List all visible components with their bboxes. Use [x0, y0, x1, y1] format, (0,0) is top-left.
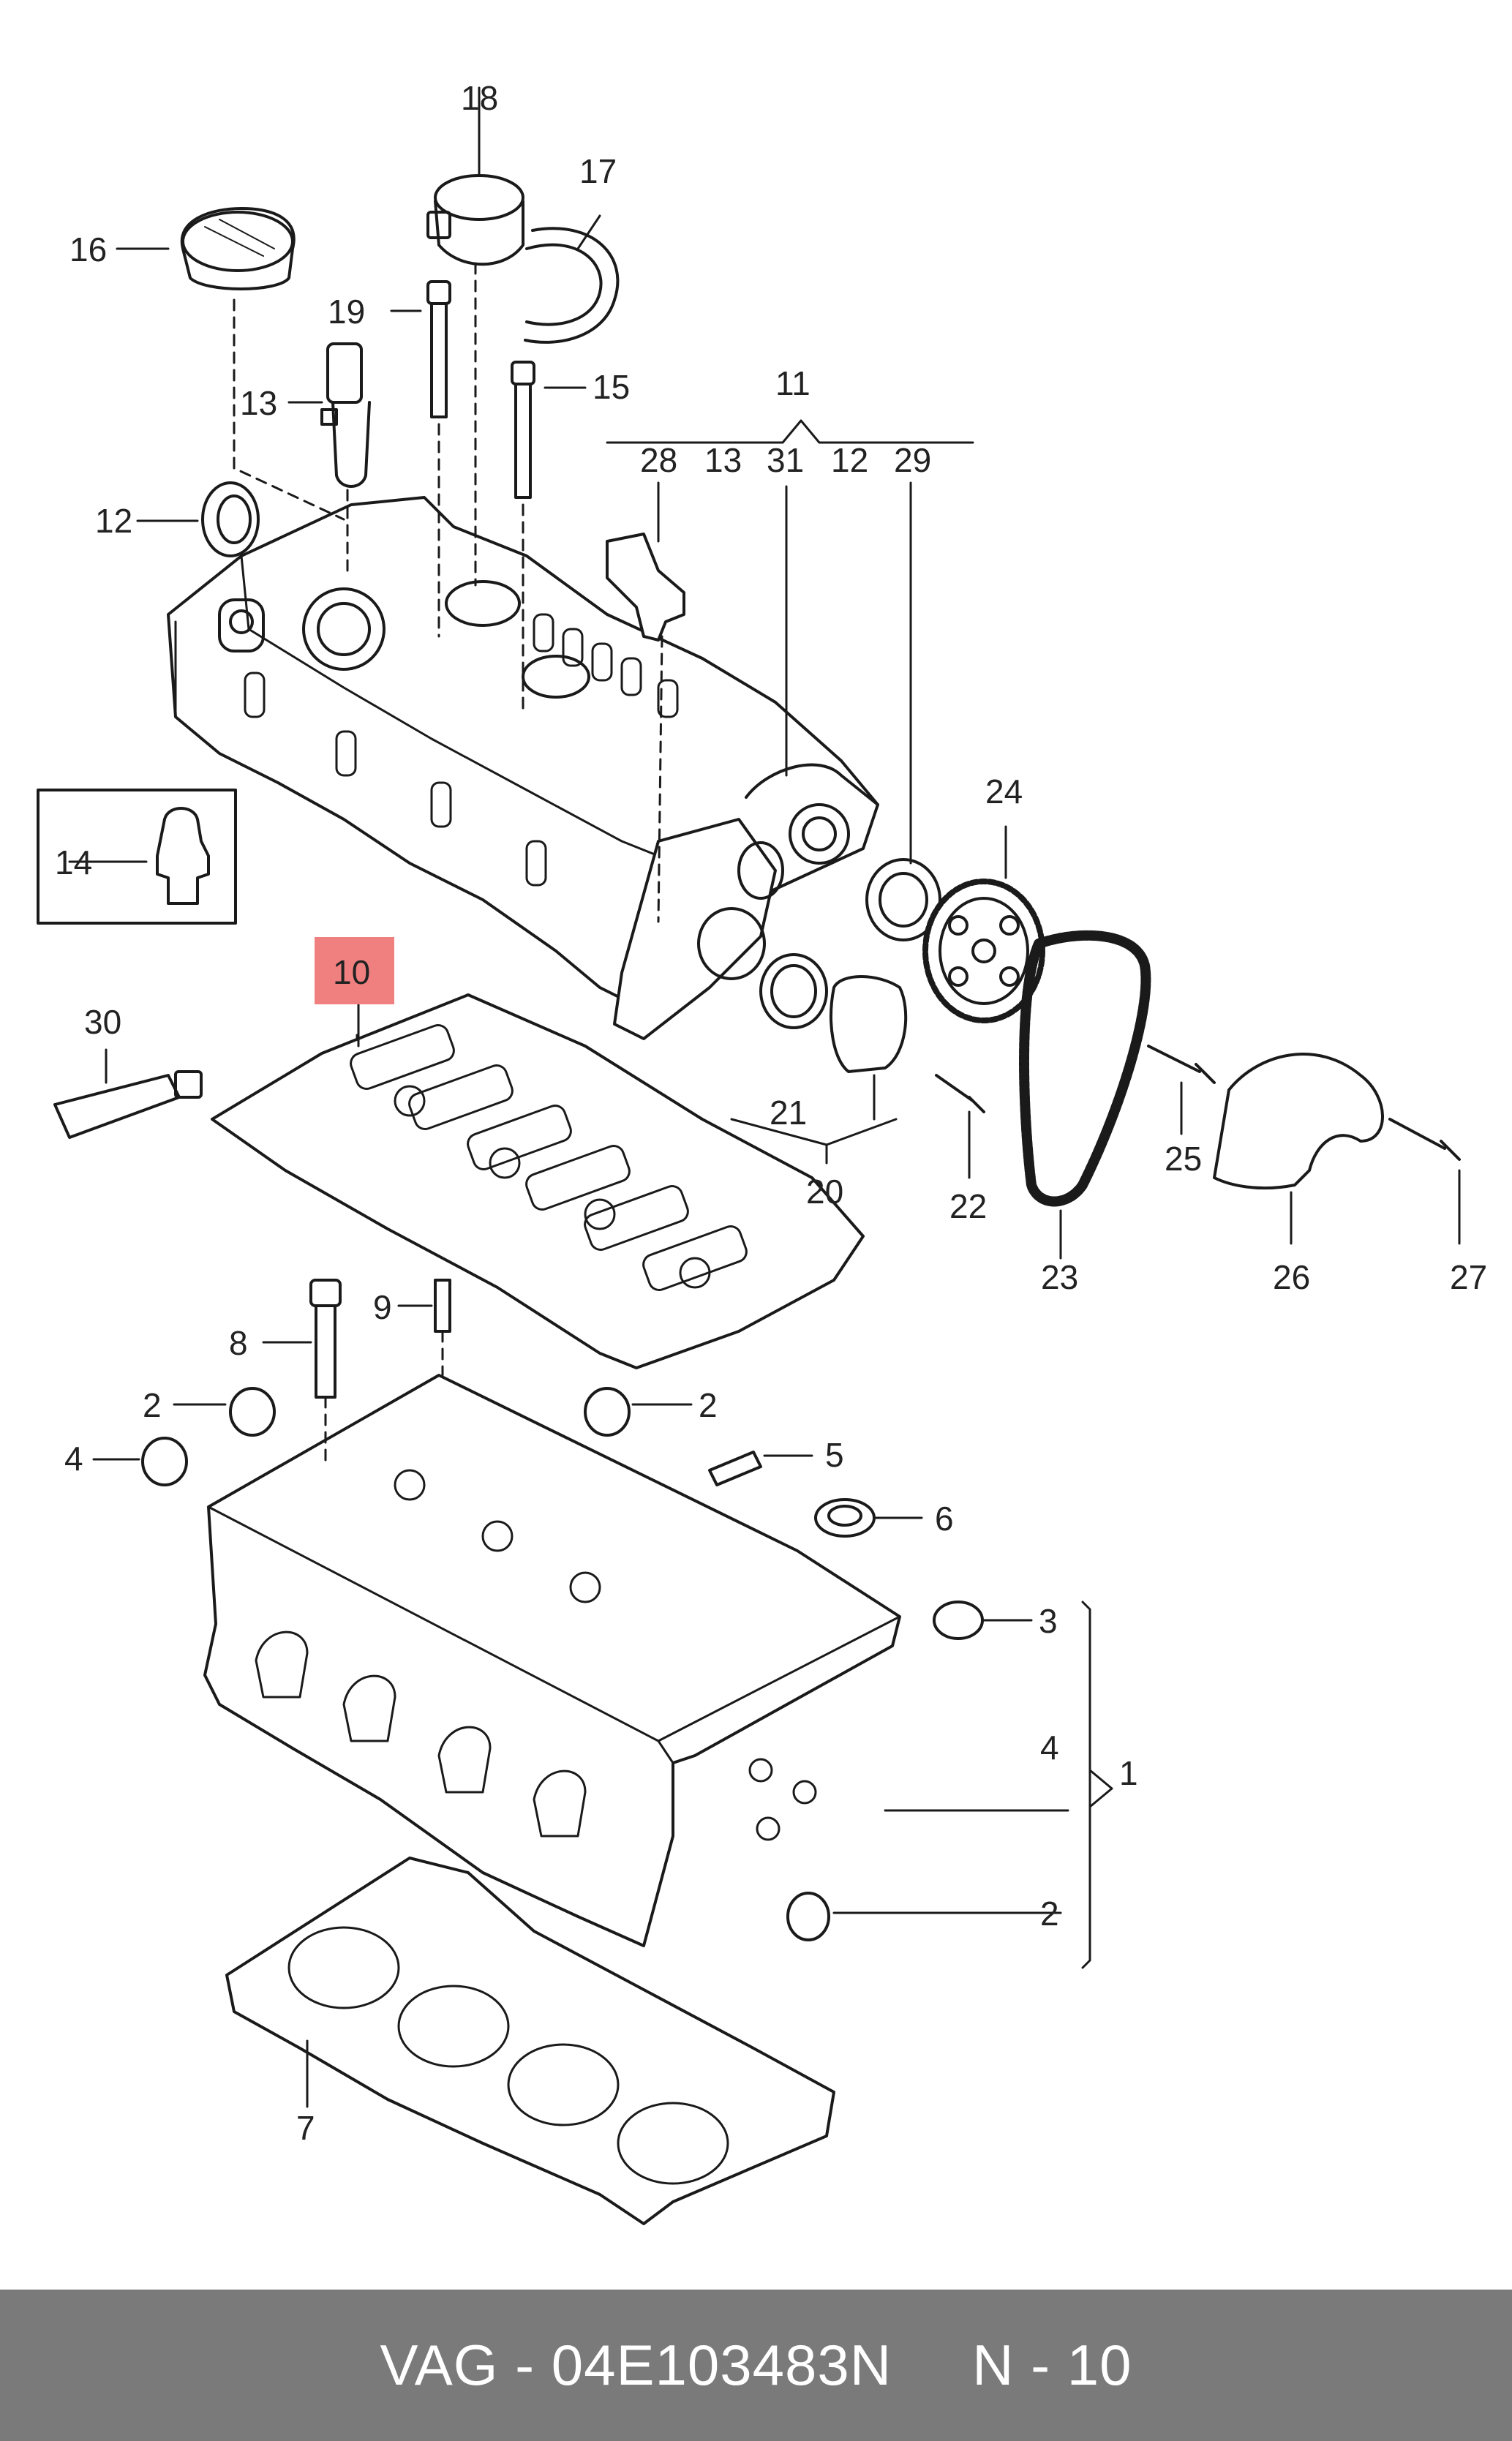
- callout-25: 25: [1165, 1140, 1202, 1178]
- plug-2c-illustration: [786, 1892, 830, 1941]
- callout-20: 20: [806, 1173, 843, 1211]
- callout-27: 27: [1450, 1258, 1487, 1296]
- highlighted-callout-box: [315, 937, 394, 1004]
- bolt-27-illustration: [1388, 1118, 1461, 1161]
- seal-29-illustration: [865, 858, 941, 941]
- callout-22: 22: [949, 1187, 987, 1225]
- callout-4-right: 4: [1040, 1729, 1059, 1767]
- bolt-15-illustration: [511, 361, 535, 499]
- belt-cover-illustration: [1213, 1053, 1384, 1190]
- part-14-box: [37, 789, 237, 925]
- head-bolt-illustration: [309, 1279, 342, 1399]
- callout-24: 24: [985, 772, 1023, 810]
- plug-2b-illustration: [584, 1387, 631, 1437]
- sensor-28-illustration: [606, 533, 685, 642]
- part-number: VAG - 04E103483N: [380, 2333, 892, 2397]
- bolt-25-illustration: [1147, 1045, 1216, 1084]
- callout-8: 8: [229, 1324, 248, 1362]
- callout-14: 14: [55, 843, 92, 881]
- hose-illustration: [524, 227, 620, 344]
- callout-4-left: 4: [64, 1440, 83, 1478]
- callout-21: 21: [770, 1094, 807, 1132]
- footer-bar: VAG - 04E103483N N - 10: [0, 2290, 1512, 2441]
- callout-18: 18: [461, 79, 498, 117]
- callout-6: 6: [935, 1500, 954, 1538]
- sensor-13-illustration: [320, 342, 371, 488]
- callout-7: 7: [296, 2109, 315, 2147]
- callout-30: 30: [84, 1003, 121, 1041]
- plug-4-illustration: [141, 1437, 188, 1486]
- intake-manifold-gasket-illustration: [211, 993, 865, 1369]
- callout-labels: 18 17 16 19 15 11 13 28 13 31 12 29 12 2…: [55, 79, 1487, 2147]
- callout-23: 23: [1041, 1258, 1078, 1296]
- plug-3-illustration: [933, 1601, 984, 1640]
- plug-2a-illustration: [229, 1387, 276, 1437]
- stud-9-illustration: [434, 1279, 451, 1333]
- parts-diagram: 18 17 16 19 15 11 13 28 13 31 12 29 12 2…: [37, 79, 1487, 2225]
- cover-21-illustration: [759, 953, 908, 1073]
- callout-11: 11: [775, 364, 810, 402]
- callout-19: 19: [328, 293, 365, 331]
- valve-cover-illustration: [167, 496, 879, 1040]
- callout-2-right: 2: [699, 1386, 718, 1424]
- callout-29: 29: [894, 441, 931, 479]
- callout-2-bottom: 2: [1040, 1895, 1059, 1933]
- callout-12: 12: [95, 502, 132, 540]
- breather-valve-illustration: [426, 174, 524, 266]
- callout-13-top: 13: [240, 384, 277, 422]
- callout-5: 5: [825, 1436, 844, 1474]
- callout-9: 9: [373, 1288, 392, 1326]
- seal-12-illustration: [201, 481, 260, 557]
- callout-31: 31: [767, 441, 804, 479]
- callout-2-left: 2: [143, 1386, 162, 1424]
- callout-12-group: 12: [831, 441, 868, 479]
- callout-26: 26: [1273, 1258, 1310, 1296]
- bolt-19-illustration: [426, 280, 451, 418]
- callout-10: 10: [333, 953, 370, 991]
- pin-5-illustration: [708, 1451, 762, 1486]
- callout-17: 17: [579, 152, 617, 190]
- sealant-tube-illustration: [53, 1070, 203, 1139]
- timing-belt-illustration: [1019, 930, 1151, 1207]
- callout-16: 16: [69, 230, 107, 268]
- oil-filler-cap-illustration: [180, 207, 296, 290]
- callout-15: 15: [593, 368, 630, 406]
- camshaft-gear-illustration: [922, 879, 1045, 1023]
- head-gasket-illustration: [225, 1857, 835, 2225]
- callout-13-group: 13: [704, 441, 742, 479]
- seal-6-illustration: [814, 1498, 876, 1538]
- callout-28: 28: [640, 441, 677, 479]
- callout-3: 3: [1039, 1602, 1058, 1640]
- reference-number: N - 10: [972, 2333, 1132, 2397]
- bolt-22-illustration: [935, 1074, 985, 1113]
- callout-1: 1: [1119, 1754, 1138, 1792]
- cylinder-head-illustration: [203, 1374, 901, 1947]
